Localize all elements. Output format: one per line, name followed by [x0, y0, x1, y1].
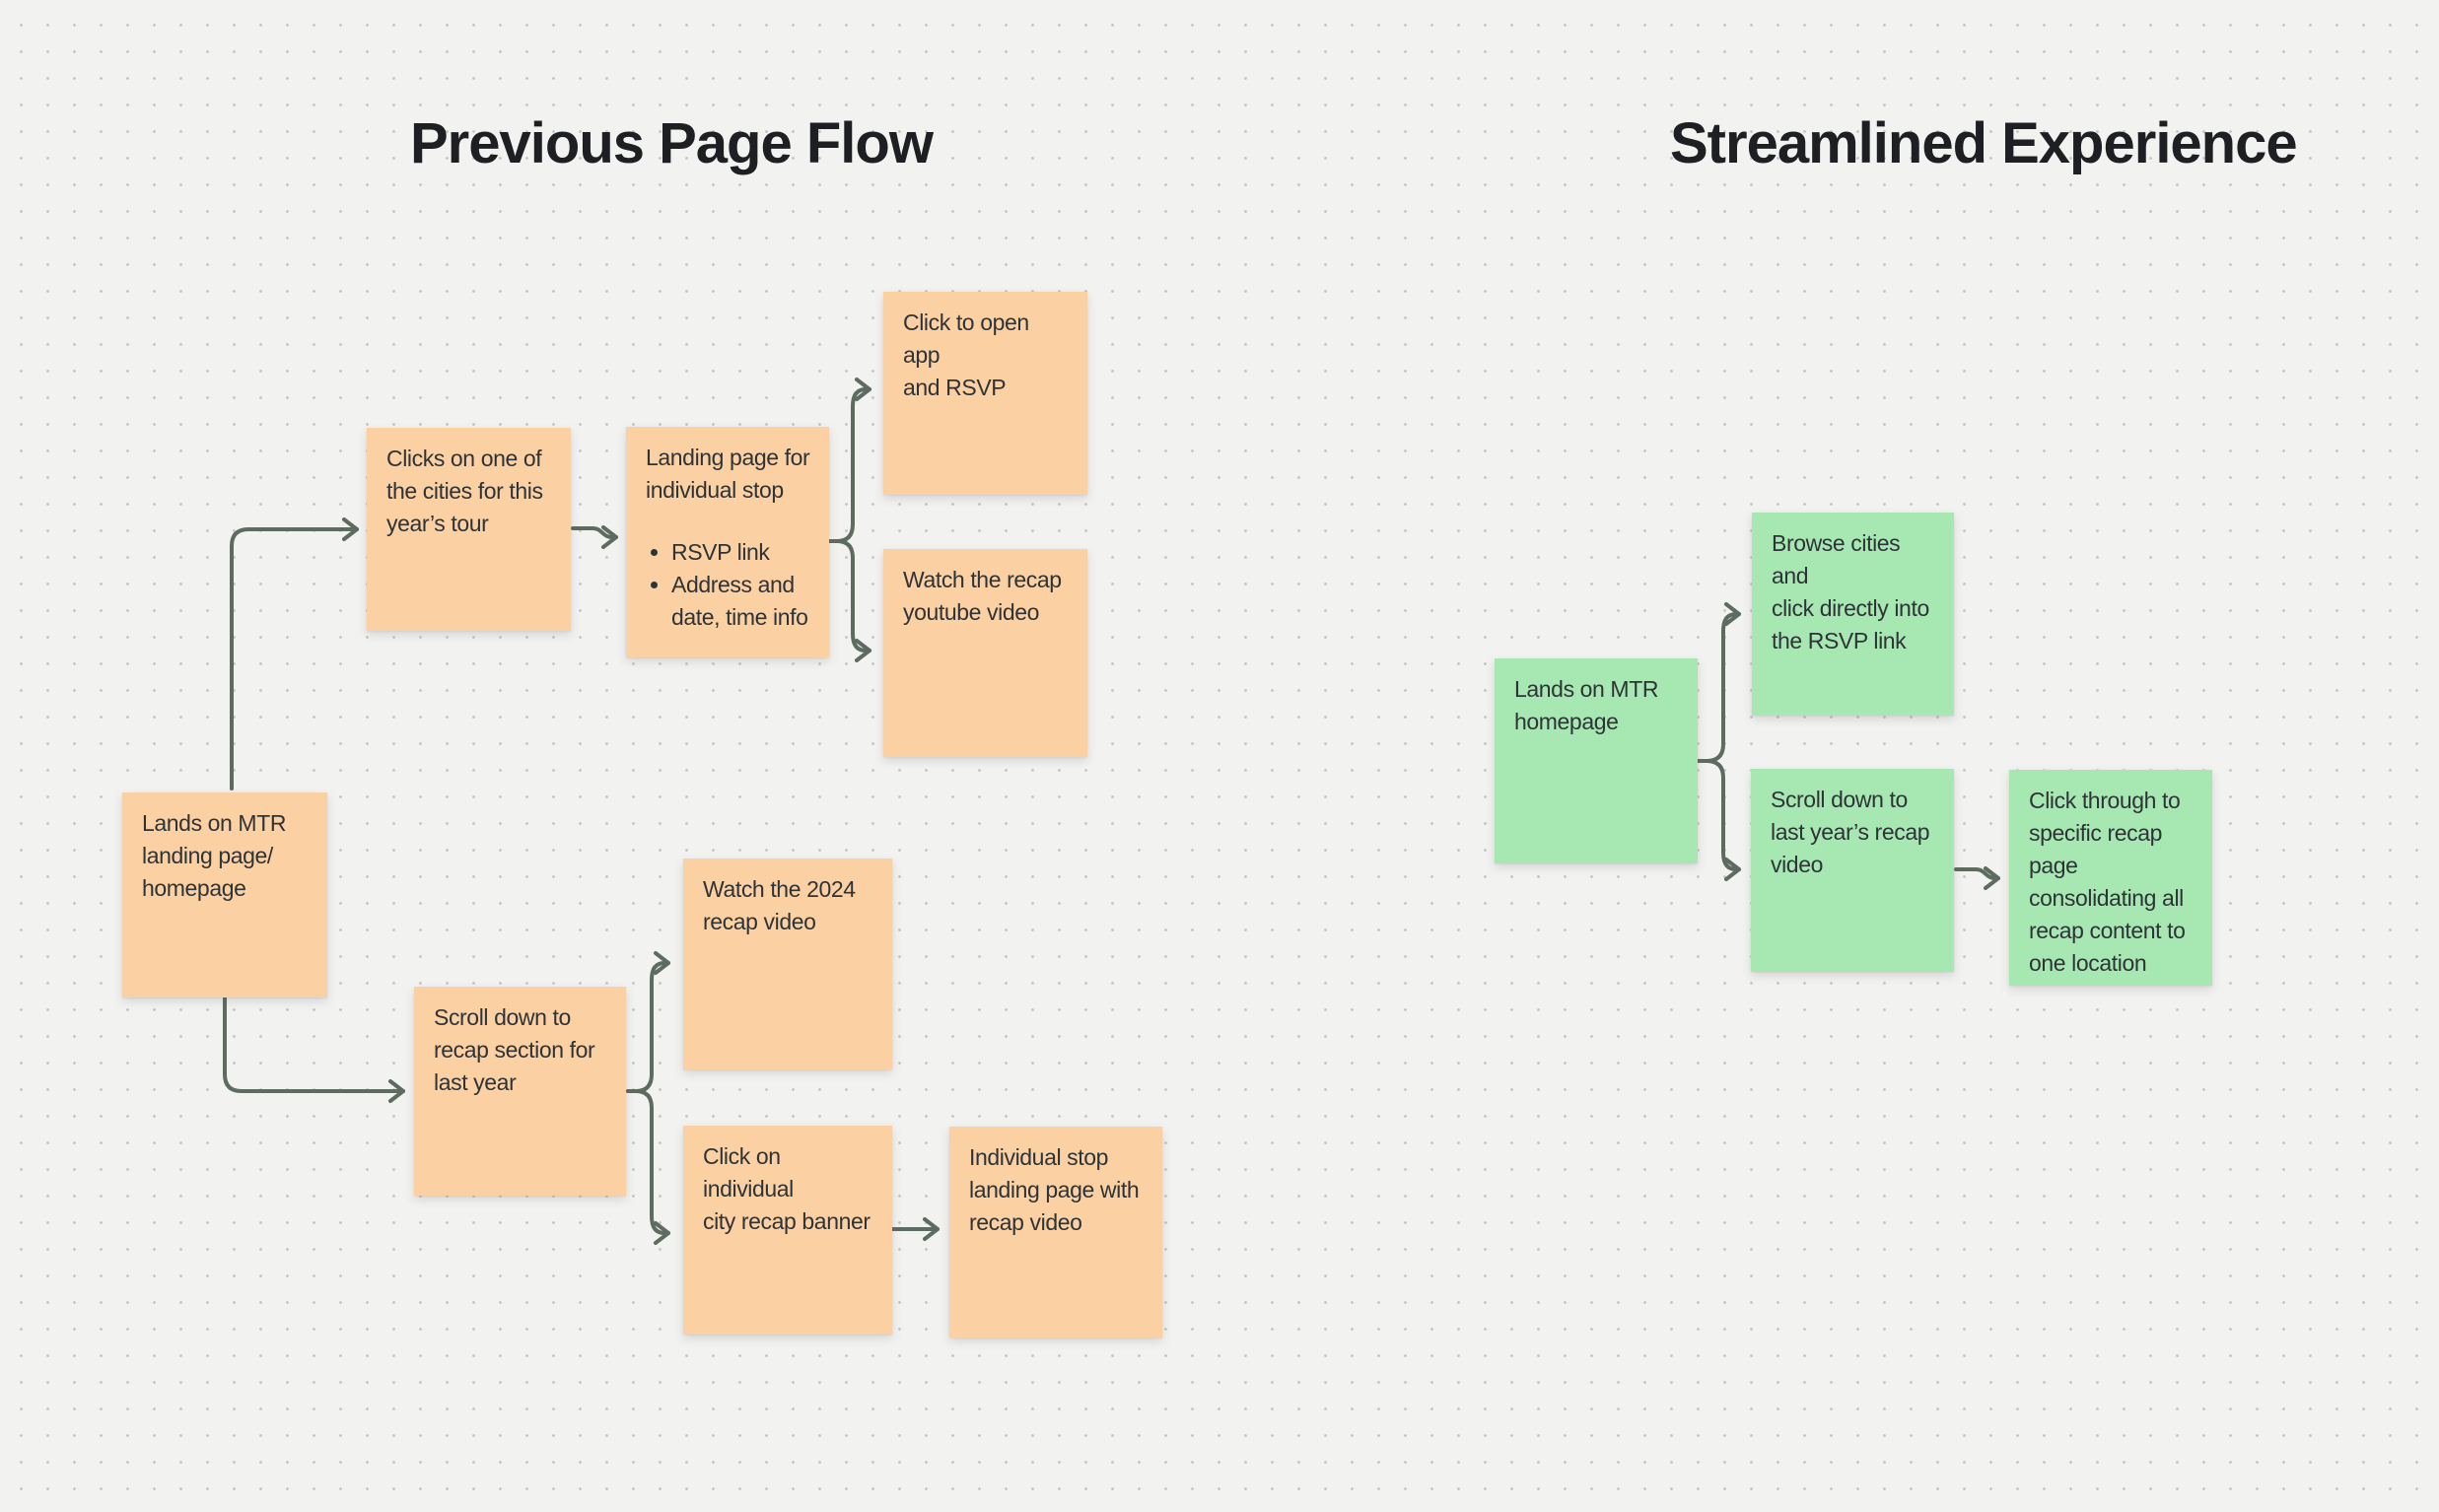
sticky-note-text: Lands on MTR homepage — [1514, 676, 1659, 734]
connector-scroll-section-to-city-banner[interactable] — [626, 1089, 670, 1245]
sticky-note-text: Watch the recap youtube video — [903, 567, 1062, 625]
section-title-streamlined[interactable]: Streamlined Experience — [1670, 111, 2298, 175]
sticky-note-click-city-recap-banner[interactable]: Click on individual city recap banner — [683, 1126, 892, 1335]
sticky-note-text: Click through to specific recap page con… — [2029, 788, 2186, 976]
sticky-note-text: Browse cities and click directly into th… — [1772, 530, 1929, 653]
sticky-note-text: Scroll down to last year’s recap video — [1771, 787, 1930, 877]
sticky-note-lands-on-mtr-landing-page[interactable]: Lands on MTR landing page/ homepage — [122, 792, 327, 997]
sticky-note-watch-recap-youtube[interactable]: Watch the recap youtube video — [883, 549, 1087, 757]
sticky-note-landing-page-individual-stop[interactable]: Landing page for individual stop RSVP li… — [626, 427, 829, 657]
connector-homepage-to-browse-cities[interactable] — [1696, 602, 1741, 763]
connector-landing-to-clicks-city[interactable] — [230, 517, 359, 790]
connector-scroll-last-year-to-click-through[interactable] — [1954, 866, 2000, 890]
connector-landing-stop-to-watch-recap[interactable] — [827, 539, 871, 662]
bullet-rsvp-link: RSVP link — [671, 536, 829, 569]
sticky-note-text: Clicks on one of the cities for this yea… — [386, 446, 543, 536]
sticky-note-click-through-recap-page[interactable]: Click through to specific recap page con… — [2009, 770, 2212, 986]
connector-landing-stop-to-open-app[interactable] — [827, 378, 871, 543]
sticky-note-text: Watch the 2024 recap video — [703, 876, 856, 934]
connector-scroll-section-to-watch-2024[interactable] — [626, 951, 670, 1093]
sticky-note-scroll-last-year-recap[interactable]: Scroll down to last year’s recap video — [1751, 769, 1954, 972]
sticky-note-individual-stop-landing-page[interactable]: Individual stop landing page with recap … — [949, 1127, 1162, 1338]
section-title-previous-flow[interactable]: Previous Page Flow — [410, 111, 934, 175]
sticky-note-bullet-list: RSVP link Address and date, time info — [626, 536, 829, 634]
sticky-note-lands-on-mtr-homepage[interactable]: Lands on MTR homepage — [1495, 658, 1698, 863]
bullet-address-date: Address and date, time info — [671, 569, 829, 634]
sticky-note-text: Individual stop landing page with recap … — [969, 1144, 1140, 1235]
sticky-note-text: Scroll down to recap section for last ye… — [434, 1004, 595, 1095]
sticky-note-text: Click on individual city recap banner — [703, 1143, 871, 1234]
sticky-note-text: Lands on MTR landing page/ homepage — [142, 810, 287, 901]
sticky-note-clicks-on-city[interactable]: Clicks on one of the cities for this yea… — [367, 428, 571, 631]
connector-landing-to-scroll-section[interactable] — [223, 996, 405, 1103]
sticky-note-text: Landing page for individual stop — [646, 445, 810, 503]
sticky-note-click-open-app-rsvp[interactable]: Click to open app and RSVP — [883, 292, 1087, 495]
connector-homepage-to-scroll-last-year[interactable] — [1696, 759, 1741, 881]
sticky-note-scroll-recap-section[interactable]: Scroll down to recap section for last ye… — [414, 987, 626, 1196]
sticky-note-watch-2024-recap[interactable]: Watch the 2024 recap video — [683, 859, 892, 1069]
sticky-note-text: Click to open app and RSVP — [903, 309, 1029, 400]
connector-clicks-city-to-landing-stop[interactable] — [571, 525, 618, 549]
sticky-note-browse-cities-rsvp[interactable]: Browse cities and click directly into th… — [1752, 513, 1954, 716]
